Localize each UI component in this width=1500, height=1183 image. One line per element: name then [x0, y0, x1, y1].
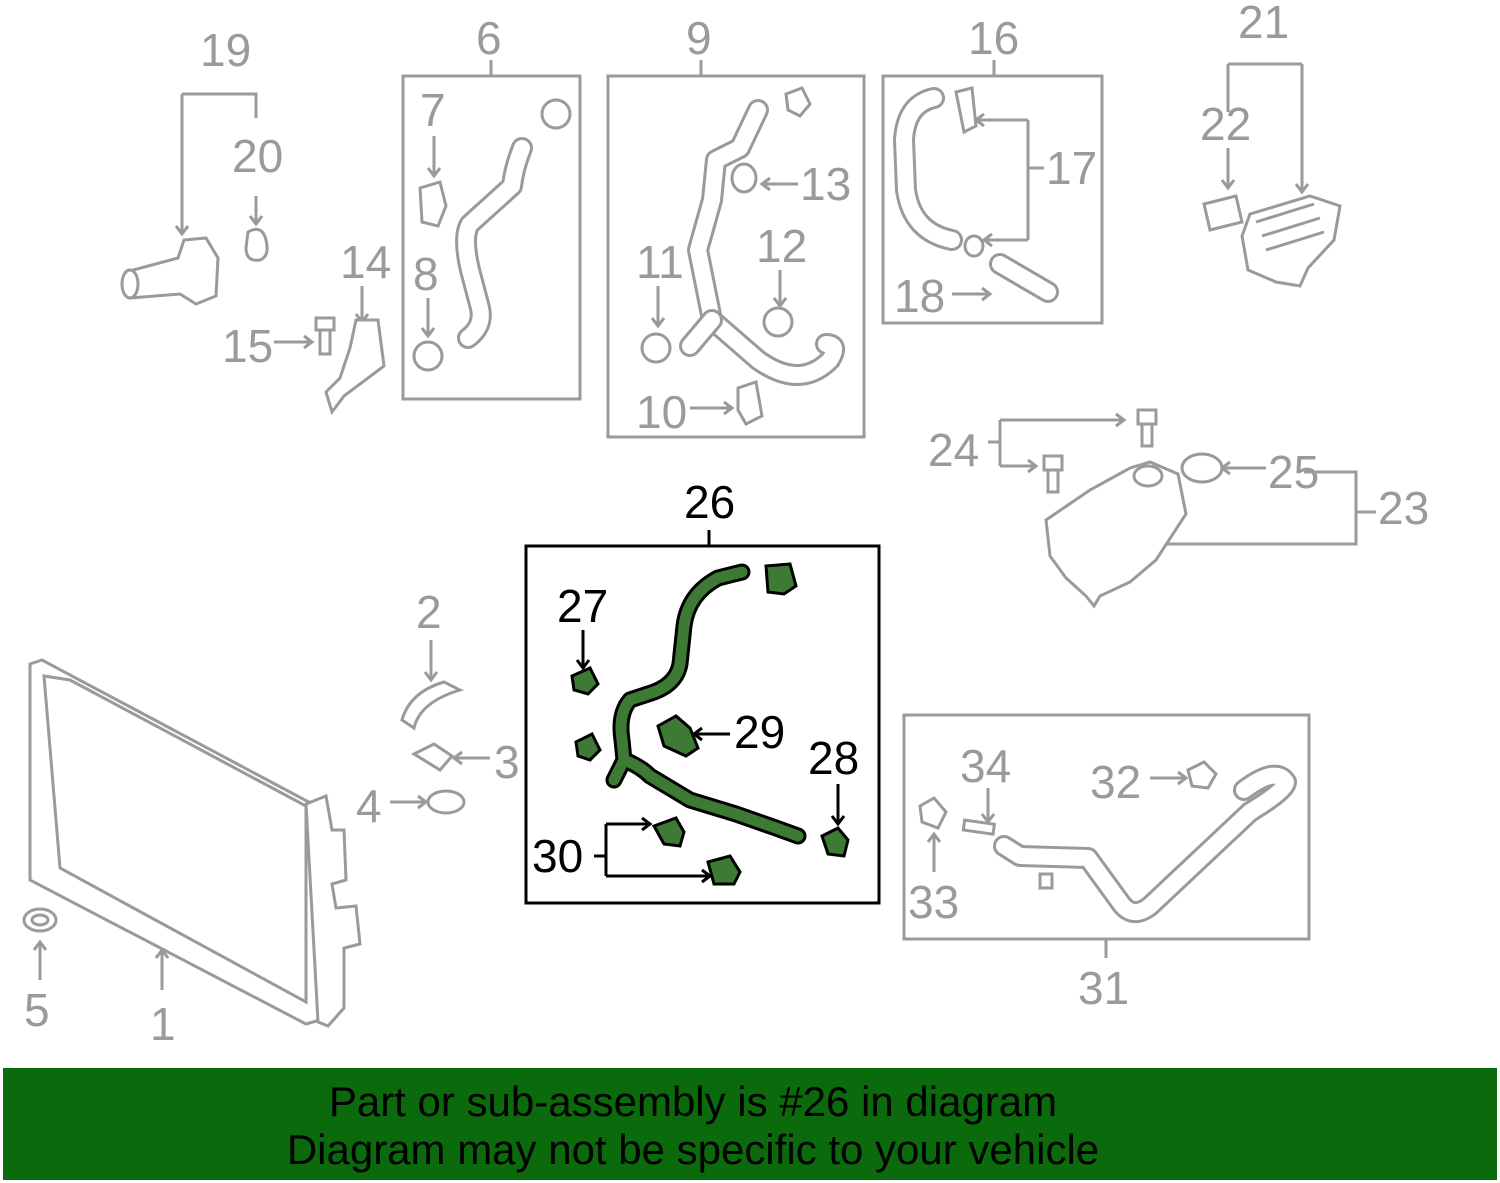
callout-16: 16	[968, 12, 1019, 64]
callout-19: 19	[200, 24, 251, 76]
thermostat-housing-group: 19 20	[120, 24, 283, 306]
coolant-pipe-group: 9 13 11 12 10	[606, 12, 866, 439]
callout-22: 22	[1200, 98, 1251, 150]
callout-17: 17	[1046, 142, 1097, 194]
callout-32: 32	[1090, 756, 1141, 808]
callout-24: 24	[928, 424, 979, 476]
callout-20: 20	[232, 130, 283, 182]
bracket-30-upper	[651, 816, 686, 848]
banner-line-1: Part or sub-assembly is #26 in diagram	[328, 1078, 1058, 1125]
bracket-group: 14 15	[222, 236, 391, 416]
bracket-30-lower	[706, 854, 742, 886]
callout-28: 28	[808, 732, 859, 784]
radiator-seal-group: 2 3 4	[356, 586, 520, 832]
callout-18: 18	[894, 270, 945, 322]
callout-6: 6	[476, 12, 502, 64]
reservoir-group: 24 25 23	[928, 408, 1429, 609]
callout-7: 7	[420, 84, 446, 136]
callout-15: 15	[222, 320, 273, 372]
callout-11: 11	[636, 236, 684, 288]
callout-23: 23	[1378, 482, 1429, 534]
clamp-27	[570, 666, 600, 696]
callout-13: 13	[800, 158, 851, 210]
upper-hose-group: 6 7 8	[401, 12, 582, 401]
clip-29	[656, 714, 700, 758]
callout-26: 26	[684, 476, 735, 528]
hose-assembly-26-group: 26 27 29 28 30	[524, 476, 881, 905]
callout-10: 10	[636, 386, 687, 438]
bypass-tube-group: 34 32 33 31	[902, 713, 1311, 1014]
banner-line-2: Diagram may not be specific to your vehi…	[286, 1126, 1100, 1173]
callout-4: 4	[356, 780, 382, 832]
callout-1: 1	[150, 998, 176, 1050]
clamp-28	[820, 826, 850, 858]
callout-9: 9	[686, 12, 712, 64]
callout-5: 5	[24, 984, 50, 1036]
callout-2: 2	[416, 586, 442, 638]
clip-a	[574, 731, 602, 762]
clamp-26	[764, 562, 798, 596]
callout-29: 29	[734, 706, 785, 758]
callout-31: 31	[1078, 962, 1129, 1014]
callout-30: 30	[532, 830, 583, 882]
valve-group: 21 22	[1200, 0, 1342, 288]
callout-21: 21	[1238, 0, 1289, 48]
callout-33: 33	[908, 876, 959, 928]
callout-14: 14	[340, 236, 391, 288]
notice-banner: Part or sub-assembly is #26 in diagram D…	[3, 1068, 1497, 1180]
callout-3: 3	[494, 736, 520, 788]
heater-hose-group: 16 17 18	[881, 12, 1104, 325]
callout-27: 27	[557, 580, 608, 632]
radiator-group: 1 5	[22, 658, 362, 1050]
callout-8: 8	[413, 248, 439, 300]
callout-34: 34	[960, 740, 1011, 792]
coolant-hose-26	[605, 563, 807, 845]
callout-12: 12	[756, 220, 807, 272]
